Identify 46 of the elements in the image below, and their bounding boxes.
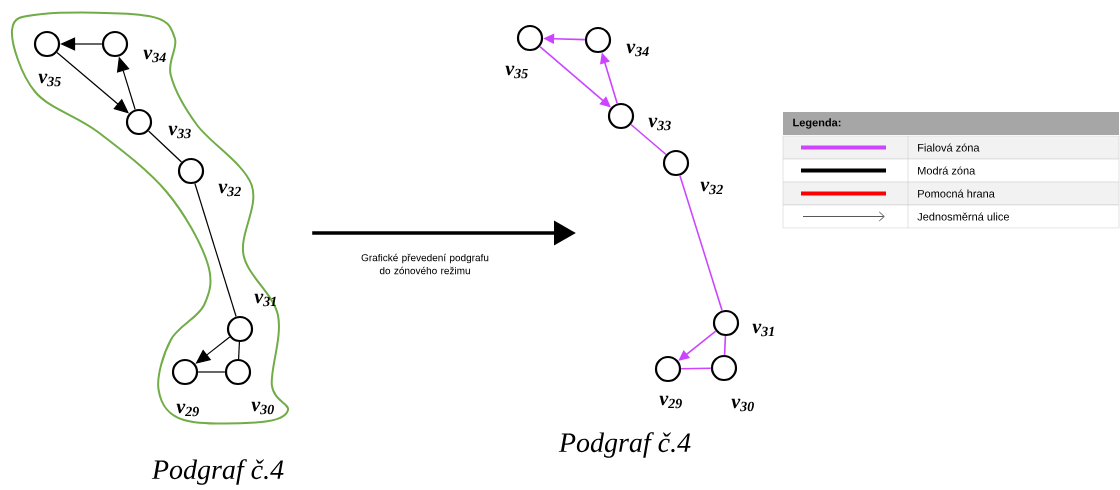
- vertex-circle: [101, 30, 129, 58]
- edge-line: [147, 130, 183, 163]
- zone-outline: [10, 11, 290, 425]
- vertex-circle: [171, 358, 199, 386]
- vertex-circle: [226, 315, 254, 343]
- edge-line: [197, 371, 226, 373]
- vertex-label: v$_{32}$: [700, 181, 723, 195]
- edge-line: [679, 174, 723, 312]
- edge-line: [238, 341, 240, 360]
- vertex-circle: [516, 24, 544, 52]
- vertex-circle: [710, 354, 738, 382]
- vertex-label: v$_{34}$: [143, 49, 166, 63]
- edge-line: [680, 367, 712, 370]
- vertex-circle: [654, 355, 682, 383]
- arrow: [195, 336, 231, 364]
- vertex-circle: [607, 102, 635, 130]
- graph-caption: Podgraf č.4: [151, 459, 284, 485]
- vertex-circle: [125, 108, 153, 136]
- vertex-label: v$_{29}$: [659, 395, 682, 409]
- edge-line: [630, 123, 667, 156]
- vertex-label: v$_{32}$: [218, 183, 241, 197]
- arrow: [56, 51, 129, 114]
- vertex-label: v$_{29}$: [176, 403, 199, 417]
- vertex-label: v$_{30}$: [251, 401, 274, 415]
- vertex-label: v$_{35}$: [505, 65, 528, 79]
- vertex-label: v$_{33}$: [648, 117, 671, 131]
- vertex-label: v$_{30}$: [731, 398, 754, 412]
- legend-header: Legenda:: [783, 112, 1119, 135]
- vertex-circle: [712, 309, 740, 337]
- vertex-label: v$_{35}$: [38, 73, 61, 87]
- vertex-label: v$_{34}$: [626, 43, 649, 57]
- vertex-circle: [33, 30, 61, 58]
- vertex-circle: [177, 157, 205, 185]
- vertex-label: v$_{33}$: [168, 125, 191, 139]
- legend-text: Modrá zóna: [918, 166, 976, 175]
- vertex-label: v$_{31}$: [752, 323, 774, 337]
- graph-caption: Podgraf č.4: [558, 432, 691, 458]
- vertex-circle: [584, 26, 612, 54]
- edge-line: [723, 335, 727, 356]
- edge-label: Grafické převedení podgrafu do zónového režimu: [361, 253, 489, 275]
- vertex-circle: [662, 149, 690, 177]
- legend-text: Jednosměrná ulice: [917, 212, 1009, 221]
- legend-text: Pomocná hrana: [918, 189, 995, 198]
- vertex-circle: [224, 358, 252, 386]
- edge-line: [194, 182, 237, 318]
- legend-text: Fialová zóna: [918, 143, 980, 152]
